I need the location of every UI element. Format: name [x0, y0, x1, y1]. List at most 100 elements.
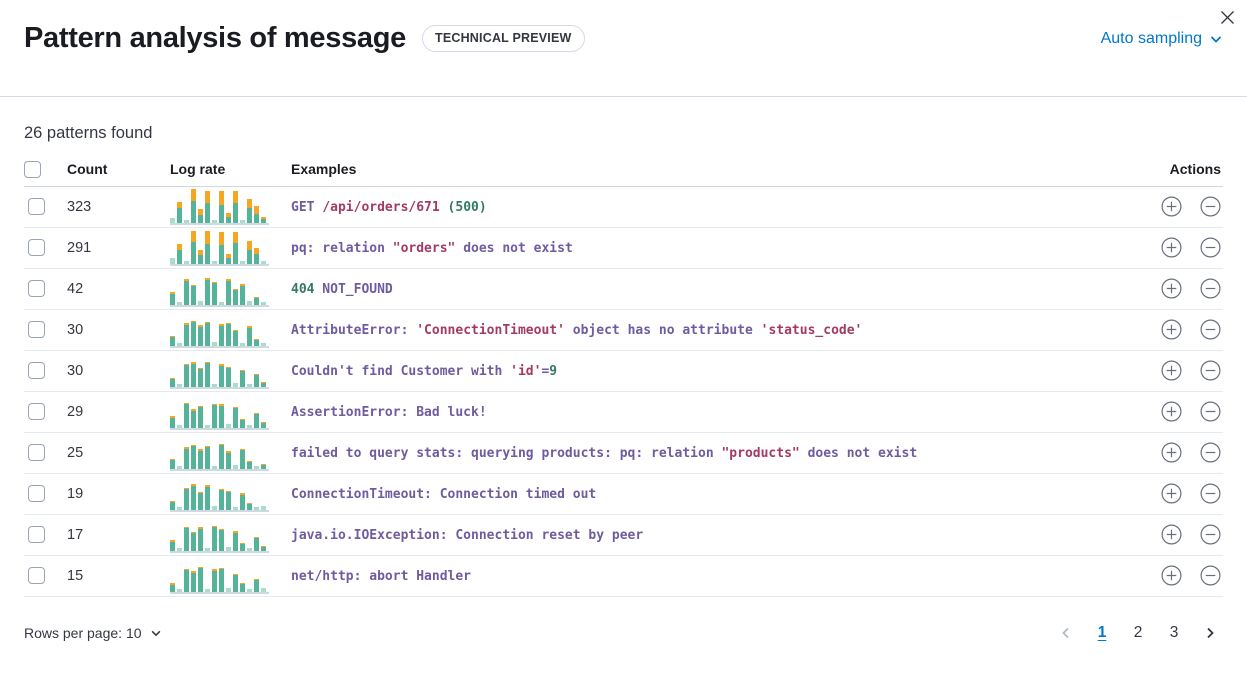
row-checkbox[interactable]	[28, 526, 45, 544]
plus-in-circle-icon[interactable]	[1161, 360, 1182, 381]
minus-in-circle-icon[interactable]	[1200, 442, 1221, 463]
log-rate-sparkline	[170, 271, 269, 307]
minus-in-circle-icon[interactable]	[1200, 483, 1221, 504]
table-row: 291 pq: relation "orders" does not exist	[24, 227, 1223, 269]
table-row: 323 GET /api/orders/671 (500)	[24, 186, 1223, 228]
sampling-label: Auto sampling	[1100, 29, 1202, 47]
next-page-button[interactable]	[1197, 619, 1223, 647]
patterns-table: Count Log rate Examples Actions 323 GET …	[24, 156, 1223, 597]
row-checkbox[interactable]	[28, 362, 45, 380]
row-checkbox[interactable]	[28, 321, 45, 339]
chevron-left-icon	[1059, 627, 1073, 644]
example-text: pq: relation "orders" does not exist	[291, 240, 573, 256]
minus-in-circle-icon[interactable]	[1200, 524, 1221, 545]
plus-in-circle-icon[interactable]	[1161, 237, 1182, 258]
log-rate-sparkline	[170, 312, 269, 348]
count-value: 323	[67, 186, 170, 228]
example-text: net/http: abort Handler	[291, 568, 472, 584]
example-text: GET /api/orders/671 (500)	[291, 199, 487, 215]
row-checkbox[interactable]	[28, 567, 45, 585]
minus-in-circle-icon[interactable]	[1200, 401, 1221, 422]
table-row: 15 net/http: abort Handler	[24, 555, 1223, 597]
previous-page-button[interactable]	[1053, 619, 1079, 647]
minus-in-circle-icon[interactable]	[1200, 278, 1221, 299]
row-checkbox[interactable]	[28, 485, 45, 503]
chevron-down-icon	[151, 630, 160, 637]
table-row: 17 java.io.IOException: Connection reset…	[24, 514, 1223, 556]
count-value: 30	[67, 350, 170, 392]
plus-in-circle-icon[interactable]	[1161, 196, 1182, 217]
technical-preview-badge: TECHNICAL PREVIEW	[421, 25, 585, 52]
patterns-panel: 26 patterns found Count Log rate Example…	[0, 124, 1247, 647]
column-header-actions: Actions	[1113, 156, 1223, 187]
table-row: 30 AttributeError: 'ConnectionTimeout' o…	[24, 309, 1223, 351]
log-rate-sparkline	[170, 435, 269, 471]
chevron-down-icon	[1210, 35, 1222, 43]
count-value: 291	[67, 227, 170, 269]
flyout-header: Pattern analysis of message TECHNICAL PR…	[0, 0, 1247, 97]
example-text: ConnectionTimeout: Connection timed out	[291, 486, 597, 502]
page-number-button[interactable]: 3	[1161, 619, 1187, 647]
rows-per-page-button[interactable]: Rows per page: 10	[24, 625, 162, 641]
log-rate-sparkline	[170, 517, 269, 553]
plus-in-circle-icon[interactable]	[1161, 319, 1182, 340]
plus-in-circle-icon[interactable]	[1161, 524, 1182, 545]
row-checkbox[interactable]	[28, 444, 45, 462]
minus-in-circle-icon[interactable]	[1200, 565, 1221, 586]
log-rate-sparkline	[170, 394, 269, 430]
plus-in-circle-icon[interactable]	[1161, 565, 1182, 586]
log-rate-sparkline	[170, 230, 269, 266]
table-row: 25 failed to query stats: querying produ…	[24, 432, 1223, 474]
row-checkbox[interactable]	[28, 280, 45, 298]
column-header-count: Count	[67, 156, 170, 187]
row-checkbox[interactable]	[28, 198, 45, 216]
example-text: Couldn't find Customer with 'id'=9	[291, 363, 558, 379]
table-row: 29 AssertionError: Bad luck!	[24, 391, 1223, 433]
example-text: AssertionError: Bad luck!	[291, 404, 487, 420]
example-text: 404 NOT_FOUND	[291, 281, 393, 297]
log-rate-sparkline	[170, 353, 269, 389]
table-row: 19 ConnectionTimeout: Connection timed o…	[24, 473, 1223, 515]
page-title: Pattern analysis of message	[24, 22, 406, 54]
log-rate-sparkline	[170, 558, 269, 594]
table-row: 42 404 NOT_FOUND	[24, 268, 1223, 310]
example-text: java.io.IOException: Connection reset by…	[291, 527, 644, 543]
patterns-found-count: 26 patterns found	[24, 124, 153, 142]
column-header-examples: Examples	[291, 156, 1113, 187]
count-value: 25	[67, 432, 170, 474]
log-rate-sparkline	[170, 476, 269, 512]
sampling-dropdown[interactable]: Auto sampling	[1101, 30, 1223, 48]
close-button[interactable]	[1215, 5, 1239, 29]
example-text: AttributeError: 'ConnectionTimeout' obje…	[291, 322, 863, 338]
count-value: 29	[67, 391, 170, 433]
minus-in-circle-icon[interactable]	[1200, 196, 1221, 217]
plus-in-circle-icon[interactable]	[1161, 278, 1182, 299]
plus-in-circle-icon[interactable]	[1161, 483, 1182, 504]
page-number-button[interactable]: 1	[1089, 619, 1115, 647]
row-checkbox[interactable]	[28, 239, 45, 257]
pattern-table-body: 323 GET /api/orders/671 (500) 291 pq: re…	[24, 186, 1223, 597]
select-all-checkbox[interactable]	[24, 160, 41, 178]
table-row: 30 Couldn't find Customer with 'id'=9	[24, 350, 1223, 392]
plus-in-circle-icon[interactable]	[1161, 442, 1182, 463]
count-value: 17	[67, 514, 170, 556]
minus-in-circle-icon[interactable]	[1200, 360, 1221, 381]
example-text: failed to query stats: querying products…	[291, 445, 918, 461]
minus-in-circle-icon[interactable]	[1200, 319, 1221, 340]
table-header-row: Count Log rate Examples Actions	[24, 156, 1223, 187]
page-number-button[interactable]: 2	[1125, 619, 1151, 647]
count-value: 42	[67, 268, 170, 310]
count-value: 15	[67, 555, 170, 597]
plus-in-circle-icon[interactable]	[1161, 401, 1182, 422]
count-value: 30	[67, 309, 170, 351]
count-value: 19	[67, 473, 170, 515]
row-checkbox[interactable]	[28, 403, 45, 421]
minus-in-circle-icon[interactable]	[1200, 237, 1221, 258]
close-icon	[1220, 10, 1234, 24]
log-rate-sparkline	[170, 188, 269, 225]
column-header-log-rate: Log rate	[170, 156, 291, 187]
chevron-right-icon	[1203, 627, 1217, 644]
